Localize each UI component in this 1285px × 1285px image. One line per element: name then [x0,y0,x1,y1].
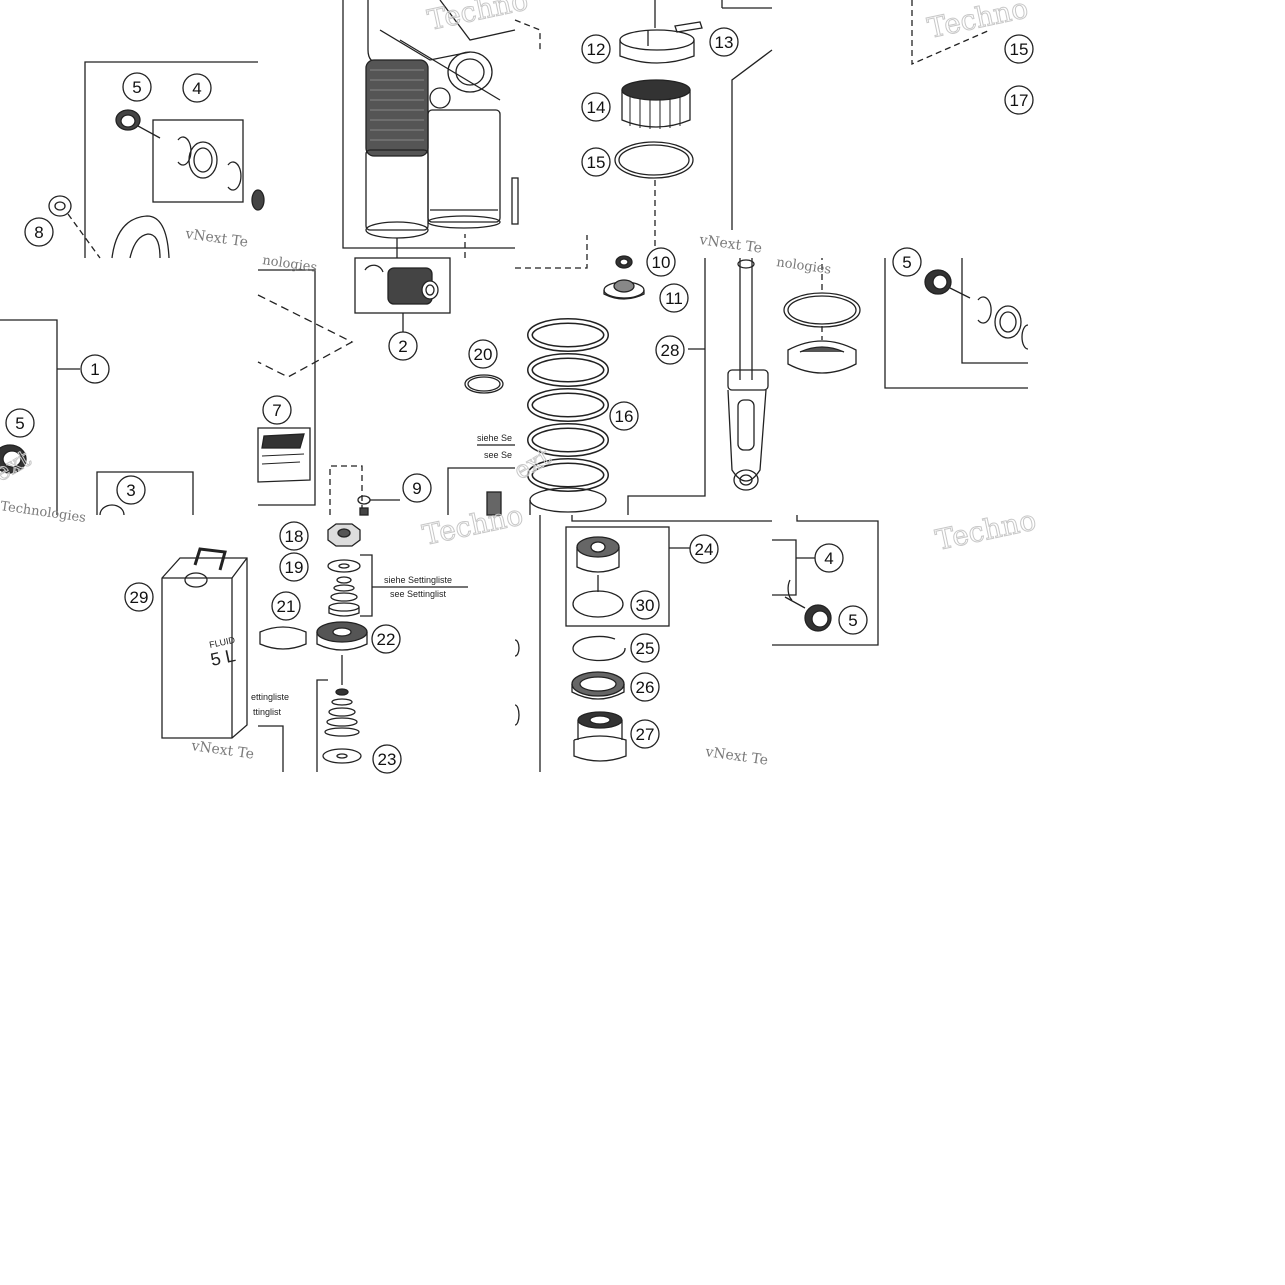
shim-stack-upper [328,576,360,617]
callout-5-right: 5 [902,253,911,272]
part-11-seat [603,279,645,300]
callout-4-lower: 4 [824,549,833,568]
watermark-brand-4: vNext Te [703,744,769,769]
part-8-nut [48,195,101,259]
tile-middle-center [527,255,769,515]
watermark-brand-1: vNext Te [183,226,249,251]
callout-5-left: 5 [15,414,24,433]
note-settingliste-partial: ettingliste [251,692,289,702]
tile-bottom-right [772,515,879,646]
shim-stack-lower [324,688,360,737]
callout-23: 23 [378,750,397,769]
part-10-nut [615,255,633,269]
tile-middle [257,257,515,516]
tile-top-left [48,61,265,259]
callout-19: 19 [285,558,304,577]
fluid-volume: 5 L [209,645,238,670]
callout-24: 24 [695,540,714,559]
tile-top-middle [342,0,519,258]
watermark-brand-3: vNext Te [189,738,255,763]
callout-25: 25 [636,639,655,658]
note-siehe-settingliste: siehe Settingliste [384,575,452,585]
note-see-partial: see Se [484,450,512,460]
callout-10: 10 [652,253,671,272]
watermark-ext-2: ext [509,442,556,485]
callout-30: 30 [636,596,655,615]
part-5-cap [115,109,161,139]
callout-20: 20 [474,345,493,364]
tile-middle-left [0,319,194,516]
tile-middle-right [783,258,1029,389]
callout-5: 5 [132,78,141,97]
part-27-bushing [573,711,627,762]
note-siehe-partial: siehe Se [477,433,512,443]
part-29-fluid-can [161,547,248,739]
part-5-cap-right [924,269,971,299]
note-see-settinglist: see Settinglist [390,589,447,599]
fluid-can-label: FLUID 5 L [208,635,237,670]
callout-26: 26 [636,678,655,697]
callout-15: 15 [587,153,606,172]
part-5-cap-lower [804,604,832,632]
tile-top-center-right [514,0,773,269]
tile-top-right [911,0,991,65]
watermark-brand-2: vNext Te [697,232,763,257]
part-22-piston [316,621,368,651]
watermark-nologies-1: nologies [261,253,318,276]
callout-27: 27 [636,725,655,744]
callout-3: 3 [126,481,135,500]
watermark-techno-4: Techno [933,503,1039,556]
blank-regions [0,0,1,1]
tile-bottom-middle [259,523,520,772]
callout-9: 9 [412,479,421,498]
note-settinglist-partial: ttinglist [253,707,282,717]
callout-11: 11 [665,289,683,308]
tile-bottom-center [539,515,772,772]
callout-group: 5 4 8 2 12 13 14 15 15 17 1 5 3 7 20 9 1… [5,27,1034,774]
watermark-techno-1: Techno [425,0,531,37]
callout-29: 29 [130,588,149,607]
callout-17: 17 [1010,91,1029,110]
watermark-technologies-1: Technologies [0,499,87,526]
callout-12: 12 [587,40,606,59]
callout-8: 8 [34,223,43,242]
callout-16: 16 [615,407,634,426]
callout-22: 22 [377,630,396,649]
watermark-techno-3: Techno [420,498,526,551]
part-2-valve [364,264,439,305]
callout-21: 21 [277,597,296,616]
part-23-washer [322,748,362,764]
callout-13: 13 [715,33,734,52]
part-28-shaft [727,258,769,491]
part-25-circlip [572,635,626,662]
part-26-seal [571,671,625,700]
watermarks: Techno Techno vNext Te vNext Te vNext Te… [0,0,1039,769]
callout-4: 4 [192,79,201,98]
callout-18: 18 [285,527,304,546]
part-18-nut [327,523,361,547]
callout-5-lower: 5 [848,611,857,630]
callout-1: 1 [90,360,99,379]
tile-bottom-left [161,547,284,772]
watermark-nologies-2: nologies [775,255,832,278]
callout-7: 7 [272,401,281,420]
callout-14: 14 [587,98,606,117]
shock-body [365,0,516,258]
callout-2: 2 [398,337,407,356]
callout-15-right: 15 [1010,40,1029,59]
part-19-washer [327,559,361,573]
part-7-label-sticker [257,427,311,483]
part-24-cap [576,536,620,592]
callout-28: 28 [661,341,680,360]
